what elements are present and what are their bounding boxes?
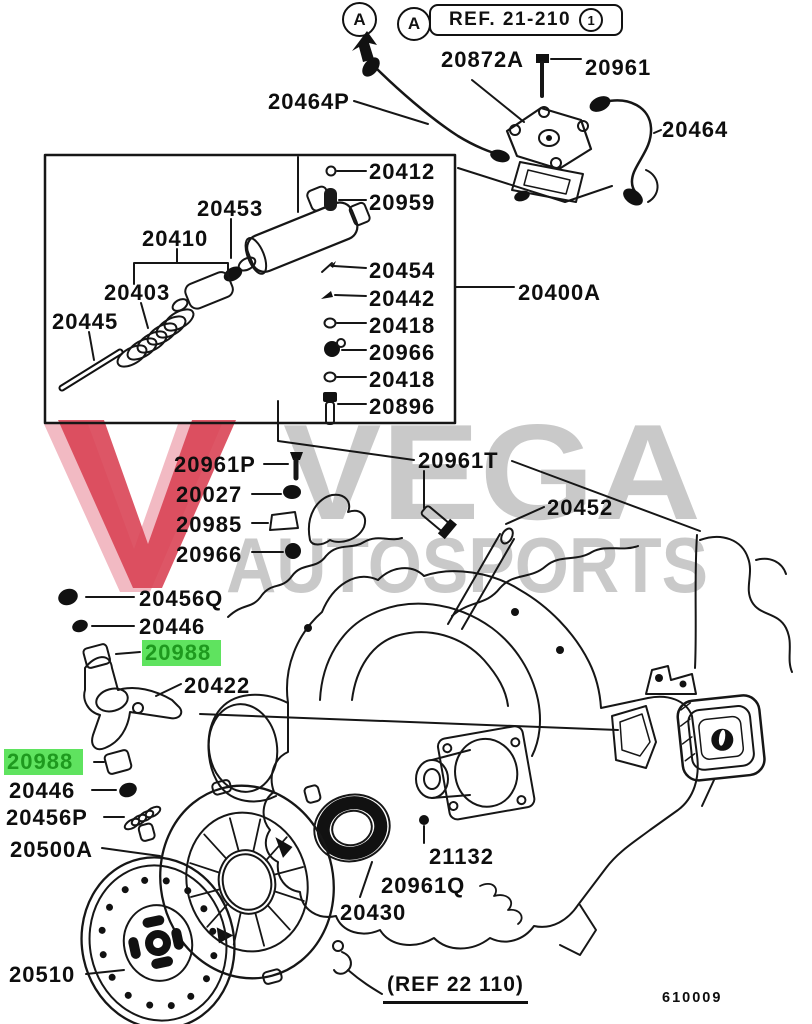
part-label-20966-b: 20966 <box>176 542 243 567</box>
part-label-20452: 20452 <box>547 495 614 520</box>
part-label-20456P: 20456P <box>6 805 88 830</box>
part-label-20403: 20403 <box>104 280 171 305</box>
watermark-line2: AUTOSPORTS <box>226 521 708 609</box>
part-label-20988-highlighted-b: 20988 <box>4 749 84 775</box>
view-marker-letter: A <box>407 14 421 33</box>
part-label-20464: 20464 <box>662 117 729 142</box>
reference-top-badge: 1 <box>579 8 604 32</box>
part-label-21132: 21132 <box>429 844 494 869</box>
part-label-20456Q: 20456Q <box>139 586 224 611</box>
leader-20500A <box>101 847 161 857</box>
leader-20430 <box>359 861 373 898</box>
clutch-disc-20510-art <box>80 856 236 1024</box>
part-label-20454: 20454 <box>369 258 436 283</box>
ref-22-110-part-art <box>332 940 383 995</box>
part-label-20410: 20410 <box>142 226 209 251</box>
part-label-20510: 20510 <box>9 962 76 987</box>
bolt-20961T-art <box>420 470 457 540</box>
clutch-pipe-20464P-art <box>353 57 510 163</box>
part-label-20400A: 20400A <box>518 280 602 305</box>
part-label-20500A: 20500A <box>10 837 94 862</box>
part-label-20430: 20430 <box>340 900 407 925</box>
transmission-housing-art <box>207 534 793 956</box>
leader-box-to-damper <box>457 167 613 203</box>
part-label-20966-a: 20966 <box>369 340 436 365</box>
part-label-20896: 20896 <box>369 394 436 419</box>
watermark-line1: VEGA <box>283 396 701 548</box>
master-cylinder-kit-box-art <box>43 153 515 425</box>
reference-top-text: REF. 21-210 <box>448 9 572 30</box>
watermark-v-red <box>58 420 236 588</box>
reference-box-top: REF. 21-210 1 <box>429 4 623 36</box>
part-label-20961P: 20961P <box>174 452 256 477</box>
mount-20404-art <box>645 665 766 807</box>
clutch-damper-20872A-art <box>471 79 593 203</box>
part-label-20418-a: 20418 <box>369 313 436 338</box>
part-label-20442: 20442 <box>369 286 436 311</box>
part-label-20872A: 20872A <box>441 47 525 72</box>
part-label-20985: 20985 <box>176 512 243 537</box>
part-label-20961T: 20961T <box>418 448 499 473</box>
release-bearing-20430-art <box>313 793 391 863</box>
bearing-retainer-art <box>415 725 536 925</box>
part-label-20446-a: 20446 <box>139 614 206 639</box>
pedal-small-parts-art <box>251 452 366 559</box>
release-fork-group-art <box>58 588 619 831</box>
part-label-20959: 20959 <box>369 190 436 215</box>
part-label-20445: 20445 <box>52 309 119 334</box>
part-label-20961Q: 20961Q <box>381 873 466 898</box>
clutch-cover-20500A-art <box>137 779 335 985</box>
part-label-20961: 20961 <box>585 55 652 80</box>
part-label-20453: 20453 <box>197 196 264 221</box>
leader-20510 <box>85 969 125 975</box>
drawing-number: 610009 <box>662 990 723 1006</box>
bolt-20961-art <box>536 54 582 98</box>
part-label-20412: 20412 <box>369 159 436 184</box>
leader-20961T <box>277 400 701 532</box>
view-marker-letter: A <box>353 9 366 29</box>
vega-watermark: VEGA AUTOSPORTS <box>44 396 708 609</box>
view-marker-circle-a1: A <box>342 2 377 37</box>
part-label-20446-b: 20446 <box>9 778 76 803</box>
part-label-20422: 20422 <box>184 673 251 698</box>
part-label-20988-highlighted-a: 20988 <box>142 640 222 666</box>
view-marker-circle-a2: A <box>397 7 431 41</box>
part-label-20027: 20027 <box>176 482 243 507</box>
part-label-20464P: 20464P <box>268 89 350 114</box>
reference-bottom-label: (REF 22 110) <box>383 972 528 1004</box>
part-label-20418-b: 20418 <box>369 367 436 392</box>
view-direction-arrow-icon <box>352 31 377 62</box>
clutch-pipe-20464-art <box>589 96 662 206</box>
